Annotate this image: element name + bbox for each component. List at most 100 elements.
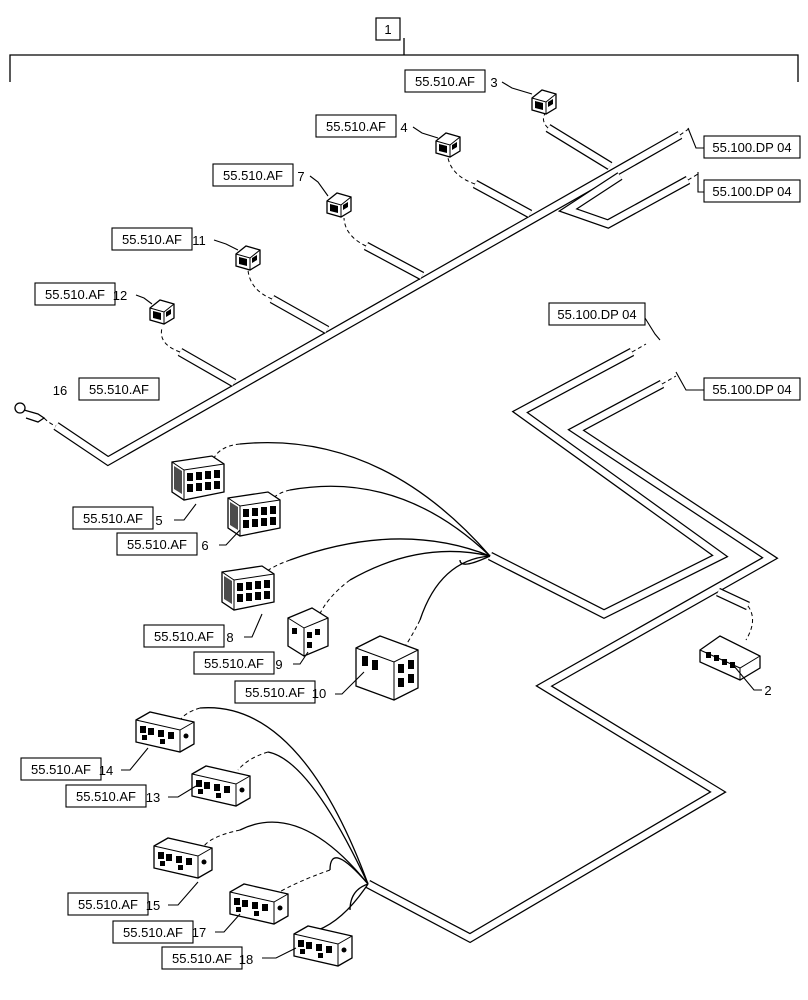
- ring-terminal-16: [14, 402, 57, 427]
- callout-leader-line: [213, 239, 239, 251]
- callout-10: 55.510.AF 10: [234, 671, 365, 704]
- callout-ref-box: [193, 651, 275, 675]
- callout-13: 55.510.AF 13: [65, 784, 197, 808]
- connector-12: [149, 299, 175, 325]
- callout-ref-text: 55.510.AF: [326, 119, 386, 134]
- continuation-ref-box: [548, 302, 646, 326]
- continuation-ref-box: [703, 135, 801, 159]
- callout-ref-box: [72, 506, 154, 530]
- callout-item-number: 9: [275, 657, 282, 672]
- callout-14: 55.510.AF 14: [20, 747, 149, 781]
- callout-ref-text: 55.510.AF: [172, 951, 232, 966]
- callout-ref-text: 55.510.AF: [204, 656, 264, 671]
- callout-ref-box: [111, 227, 193, 251]
- callout-item-number: 13: [146, 790, 160, 805]
- connector-15: [153, 837, 213, 879]
- connector-10: [355, 635, 419, 701]
- callout-item-number: 18: [239, 952, 253, 967]
- callout-item-number: 17: [192, 925, 206, 940]
- callout-leader-line: [168, 785, 197, 798]
- callout-leader-line: [309, 175, 329, 197]
- callout-ref-box: [404, 69, 486, 93]
- continuation-ref-text: 55.100.DP 04: [712, 140, 791, 155]
- connector-14: [135, 711, 195, 753]
- callout-ref-box: [34, 282, 116, 306]
- continuation-mid-2: 55.100.DP 04: [675, 371, 801, 401]
- callout-ref-text: 55.510.AF: [76, 789, 136, 804]
- callout-item-number: 15: [146, 898, 160, 913]
- callout-item-number: 5: [155, 513, 162, 528]
- callout-ref-box: [112, 920, 194, 944]
- connector-17: [229, 883, 289, 925]
- callout-5: 55.510.AF 5: [72, 503, 197, 530]
- connector-3: [531, 89, 557, 115]
- callout-ref-box: [20, 757, 102, 781]
- callout-ref-text: 55.510.AF: [83, 511, 143, 526]
- callout-4: 55.510.AF 4: [315, 114, 439, 139]
- callout-item-number: 11: [192, 233, 206, 248]
- callout-leader-line: [168, 881, 199, 906]
- callout-ref-box: [78, 377, 160, 401]
- continuation-leader-line: [644, 317, 661, 341]
- callout-6: 55.510.AF 6: [116, 529, 241, 556]
- callout-ref-text: 55.510.AF: [122, 232, 182, 247]
- callout-leader-line: [219, 529, 241, 546]
- continuation-leader-line: [697, 172, 704, 193]
- callout-leader-line: [244, 613, 263, 638]
- callout-ref-text: 55.510.AF: [89, 382, 149, 397]
- assembly-item-box: [375, 17, 401, 41]
- connector-11: [235, 245, 261, 271]
- callout-leader-line: [174, 503, 197, 521]
- callout-ref-text: 55.510.AF: [245, 685, 305, 700]
- callout-2: 2: [733, 665, 772, 698]
- upper-trunk-harness: [53, 111, 699, 467]
- assembly-bracket: 1: [9, 17, 799, 82]
- connector-2: [699, 635, 761, 681]
- callout-leader-line: [215, 913, 241, 933]
- connector-4: [435, 132, 461, 158]
- callout-leader-line: [733, 665, 762, 691]
- callout-11: 55.510.AF 11: [111, 227, 239, 251]
- callout-ref-text: 55.510.AF: [31, 762, 91, 777]
- callout-ref-box: [161, 946, 243, 970]
- connector-5: [171, 455, 225, 501]
- callout-ref-box: [234, 680, 316, 704]
- lower-harness: [179, 343, 779, 944]
- continuation-leader-line: [687, 127, 704, 149]
- connector-18: [293, 925, 353, 967]
- callout-leader-line: [135, 294, 153, 305]
- callout-ref-text: 55.510.AF: [45, 287, 105, 302]
- callout-leader-line: [335, 671, 365, 695]
- callout-leader-line: [412, 126, 439, 139]
- callout-item-number: 6: [201, 538, 208, 553]
- callout-ref-text: 55.510.AF: [123, 925, 183, 940]
- callout-ref-text: 55.510.AF: [127, 537, 187, 552]
- callout-item-number: 14: [99, 763, 113, 778]
- callout-ref-box: [143, 624, 225, 648]
- callout-ref-text: 55.510.AF: [223, 168, 283, 183]
- callout-item-number: 16: [53, 383, 67, 398]
- connector-8: [221, 565, 275, 611]
- callout-ref-box: [65, 784, 147, 808]
- callout-item-number: 10: [312, 686, 326, 701]
- connector-6: [227, 491, 281, 537]
- callout-ref-box: [315, 114, 397, 138]
- connector-7: [326, 192, 352, 218]
- connector-13: [191, 765, 251, 807]
- callout-ref-text: 55.510.AF: [415, 74, 475, 89]
- continuation-ref-text: 55.100.DP 04: [712, 184, 791, 199]
- connector-9: [287, 607, 329, 657]
- continuation-ref-box: [703, 179, 801, 203]
- callout-item-number: 8: [226, 630, 233, 645]
- callout-item-number: 4: [400, 120, 407, 135]
- callout-leader-line: [501, 81, 533, 95]
- assembly-item-number: 1: [384, 22, 391, 37]
- callout-18: 55.510.AF 18: [161, 946, 297, 970]
